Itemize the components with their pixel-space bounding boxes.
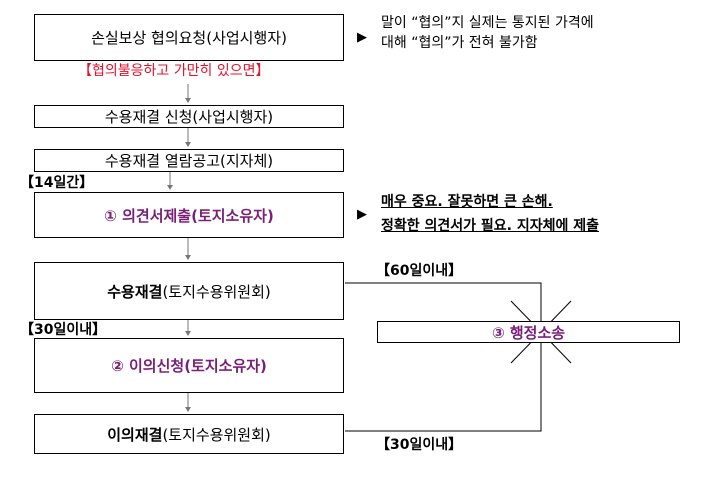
note-consultation-line2: 대해 “협의”가 전혀 불가함	[381, 35, 538, 51]
expropriation-ruling-box: 수용재결(토지수용위원회)	[34, 262, 344, 320]
pointer-icon: ▶	[357, 207, 367, 222]
note-consultation-line1: 말이 “협의”지 실제는 통지된 가격에	[381, 15, 594, 31]
days-60-label: 【60일이내】	[376, 263, 463, 279]
expropriation-ruling-org: (토지수용위원회)	[162, 282, 271, 301]
objection-ruling-box: 이의재결(토지수용위원회)	[34, 414, 344, 454]
public-notice-text: 수용재결 열람공고(지자체)	[104, 152, 274, 170]
objection-ruling-org: (토지수용위원회)	[162, 425, 271, 444]
opinion-submission-box: ① 의견서제출(토지소유자)	[34, 192, 344, 238]
note-important-line2: 정확한 의견서가 필요. 지자체에 제출	[381, 218, 600, 234]
days-14-label: 【14일간】	[20, 175, 94, 191]
administrative-litigation-box: ③ 행정소송	[377, 321, 680, 343]
expropriation-application-box: 수용재결 신청(사업시행자)	[34, 105, 344, 128]
days-30-left-label: 【30일이내】	[20, 322, 107, 338]
public-notice-box: 수용재결 열람공고(지자체)	[34, 149, 344, 172]
note-important-line1: 매우 중요. 잘못하면 큰 손해.	[381, 194, 553, 210]
note-important: 매우 중요. 잘못하면 큰 손해. 정확한 의견서가 필요. 지자체에 제출	[381, 190, 599, 238]
opinion-submission-text: ① 의견서제출(토지소유자)	[104, 206, 274, 225]
expropriation-application-text: 수용재결 신청(사업시행자)	[104, 108, 274, 126]
compensation-request-text: 손실보상 협의요청(사업시행자)	[91, 29, 287, 47]
days-30-right-label: 【30일이내】	[376, 437, 463, 453]
objection-box: ② 이의신청(토지소유자)	[34, 338, 344, 393]
compensation-request-box: 손실보상 협의요청(사업시행자)	[34, 14, 344, 61]
administrative-litigation-text: ③ 행정소송	[491, 323, 566, 342]
objection-text: ② 이의신청(토지소유자)	[111, 357, 267, 375]
red-condition-label: 【협의불응하고 가만히 있으면】	[78, 63, 270, 79]
pointer-icon: ▶	[357, 30, 367, 45]
objection-ruling-title: 이의재결	[107, 425, 163, 444]
note-consultation: 말이 “협의”지 실제는 통지된 가격에 대해 “협의”가 전혀 불가함	[381, 13, 594, 53]
expropriation-ruling-title: 수용재결	[107, 282, 163, 301]
